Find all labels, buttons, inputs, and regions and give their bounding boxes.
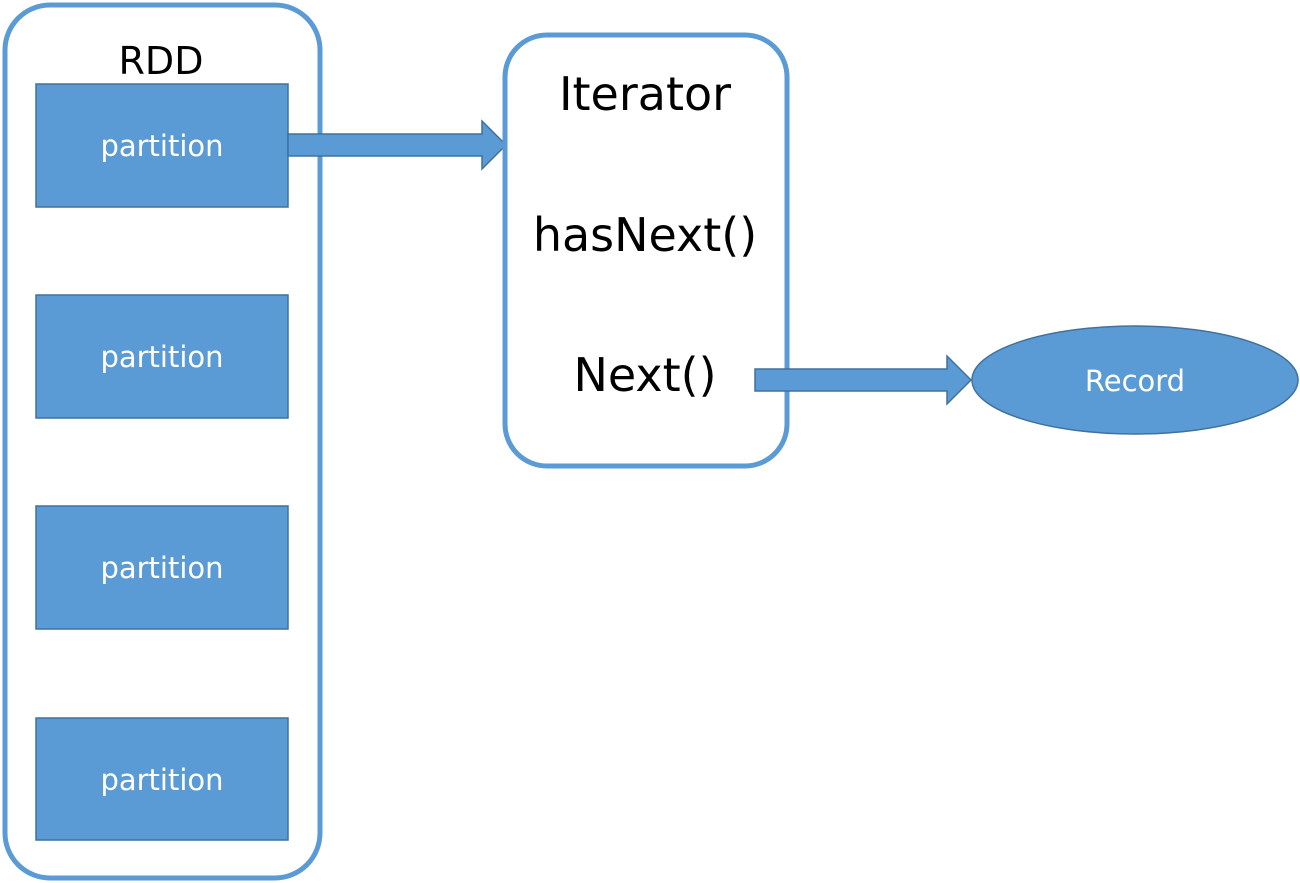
partition-rect — [35, 294, 289, 419]
partition-rect — [35, 717, 289, 841]
partition-box-3: partition — [35, 505, 289, 630]
partition-rect — [35, 505, 289, 630]
partition-box-1: partition — [35, 83, 289, 208]
record-label: Record — [1085, 364, 1185, 398]
arrow-partition-to-iterator — [287, 119, 508, 171]
arrow-next-to-record — [754, 354, 973, 406]
record-ellipse — [971, 325, 1299, 435]
next-method: Next() — [573, 348, 716, 402]
rdd-title: RDD — [119, 39, 204, 83]
iterator-container — [502, 32, 790, 469]
iterator-title: Iterator — [559, 67, 731, 121]
partition-label: partition — [100, 551, 223, 585]
partition-box-4: partition — [35, 717, 289, 841]
partition-box-2: partition — [35, 294, 289, 419]
partition-label: partition — [100, 340, 223, 374]
partition-rect — [35, 83, 289, 208]
partition-label: partition — [100, 763, 223, 797]
partition-label: partition — [100, 129, 223, 163]
rdd-container — [2, 2, 323, 881]
has-next-method: hasNext() — [533, 208, 757, 262]
